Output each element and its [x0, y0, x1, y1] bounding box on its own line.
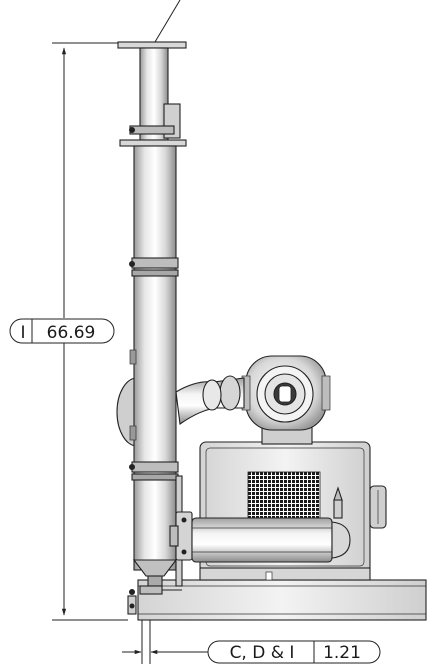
offset-label-box — [207, 640, 381, 664]
silencer — [169, 475, 351, 587]
height-label-box — [9, 318, 115, 344]
motor — [241, 355, 331, 445]
top-flange — [117, 41, 187, 49]
height-value: 66.69 — [47, 323, 96, 343]
offset-tag: C, D & I — [230, 643, 295, 663]
elbow-pipe — [175, 375, 245, 425]
base-skid — [137, 579, 427, 621]
vent-grille — [247, 471, 321, 521]
offset-value: 1.21 — [323, 643, 361, 663]
vertical-column — [117, 41, 187, 615]
height-tag: I — [20, 323, 25, 343]
height-dimension: I 66.69 — [9, 42, 128, 621]
leader-line — [154, 0, 181, 43]
offset-dimension: C, D & I 1.21 — [122, 606, 381, 664]
